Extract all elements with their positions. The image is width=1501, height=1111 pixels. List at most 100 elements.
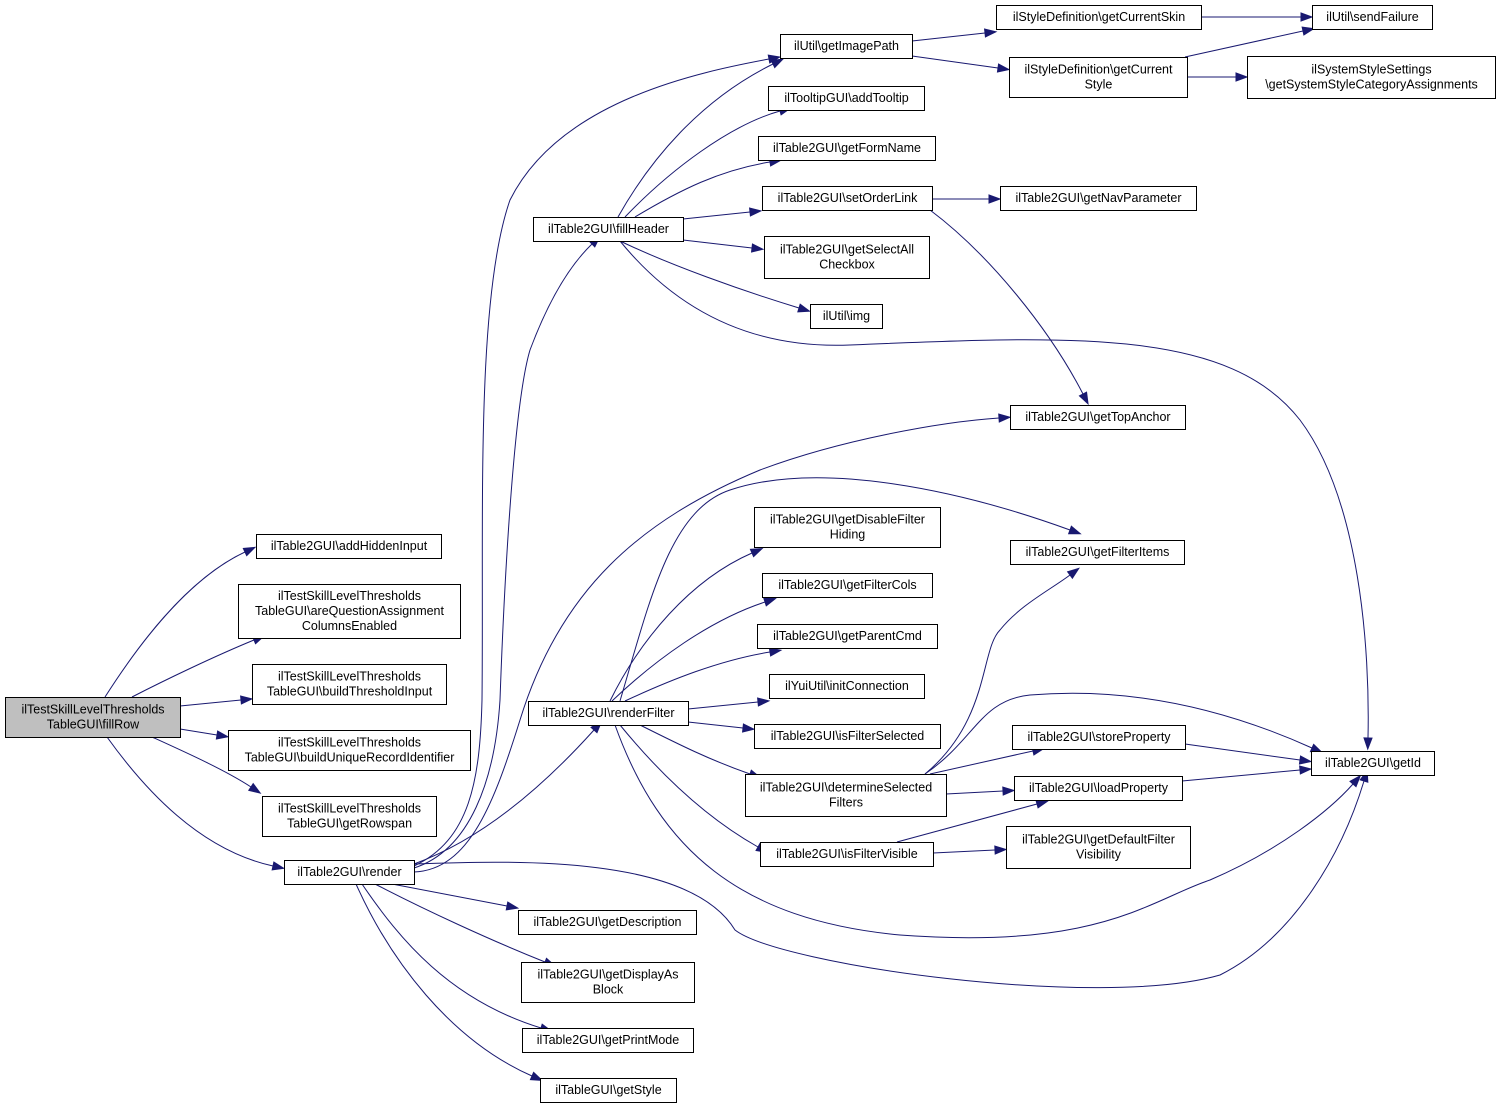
node-label: ilTableGUI\getStyle	[555, 1083, 661, 1097]
call-edge-fillHeader-to-getSelectAll	[682, 239, 765, 253]
arrowhead	[1363, 737, 1373, 751]
function-node-getId[interactable]: ilTable2GUI\getId	[1311, 751, 1435, 776]
arrowhead	[770, 58, 785, 69]
function-node-fillHeader[interactable]: ilTable2GUI\fillHeader	[533, 217, 684, 242]
call-edge-fillRow-to-areQuestion	[131, 635, 266, 698]
function-node-buildThreshold[interactable]: ilTestSkillLevelThresholdsTableGUI\build…	[252, 664, 447, 705]
node-box	[810, 304, 883, 329]
node-label: ilTable2GUI\isFilterSelected	[771, 729, 925, 743]
arrowhead	[271, 861, 286, 871]
call-edge-fillRow-to-render	[106, 736, 286, 871]
node-label: TableGUI\buildUniqueRecordIdentifier	[245, 751, 455, 765]
arrowhead	[1066, 567, 1080, 580]
node-box	[518, 910, 697, 935]
function-node-buildUnique[interactable]: ilTestSkillLevelThresholdsTableGUI\build…	[228, 730, 471, 771]
function-node-sendFailure[interactable]: ilUtil\sendFailure	[1312, 5, 1433, 30]
node-box	[521, 962, 695, 1003]
function-node-addTooltip[interactable]: ilTooltipGUI\addTooltip	[768, 86, 925, 111]
node-box	[764, 236, 930, 279]
call-edge-renderFilter-to-getFilterCols	[611, 597, 777, 702]
node-label: ilTable2GUI\getFilterCols	[778, 578, 916, 592]
node-label: ilTable2GUI\render	[297, 865, 401, 879]
node-label: TableGUI\fillRow	[47, 718, 140, 732]
call-edge-determineSelected-to-loadProperty	[945, 786, 1016, 796]
node-label: ilTestSkillLevelThresholds	[21, 703, 164, 717]
function-node-renderFilter[interactable]: ilTable2GUI\renderFilter	[528, 701, 689, 726]
arrowhead	[797, 303, 811, 313]
arrowhead	[505, 901, 520, 911]
function-node-addHiddenInput[interactable]: ilTable2GUI\addHiddenInput	[256, 534, 442, 559]
function-node-getStyle[interactable]: ilTableGUI\getStyle	[540, 1078, 677, 1103]
call-edge-renderFilter-to-determineSelected	[639, 724, 762, 779]
function-node-initConnection[interactable]: ilYuiUtil\initConnection	[769, 674, 925, 699]
function-node-fillRow[interactable]: ilTestSkillLevelThresholdsTableGUI\fillR…	[5, 697, 181, 738]
node-box	[522, 1028, 694, 1053]
node-box	[745, 774, 947, 817]
call-edge-setOrderLink-to-getNavParameter	[932, 194, 1002, 204]
node-box	[757, 624, 938, 649]
call-edge-renderFilter-to-isFilterSelected	[687, 721, 756, 733]
function-node-getPrintMode[interactable]: ilTable2GUI\getPrintMode	[522, 1028, 694, 1053]
function-node-getFilterCols[interactable]: ilTable2GUI\getFilterCols	[762, 573, 933, 598]
function-node-render[interactable]: ilTable2GUI\render	[284, 860, 415, 885]
node-label: ilTable2GUI\storeProperty	[1027, 730, 1171, 744]
function-node-setOrderLink[interactable]: ilTable2GUI\setOrderLink	[762, 186, 933, 211]
node-label: ilTestSkillLevelThresholds	[278, 670, 421, 684]
arrowhead	[215, 730, 230, 740]
function-node-getCurrentSkin[interactable]: ilStyleDefinition\getCurrentSkin	[996, 5, 1202, 30]
function-node-loadProperty[interactable]: ilTable2GUI\loadProperty	[1014, 776, 1183, 801]
arrowhead	[768, 647, 783, 657]
node-label: ilTable2GUI\getDefaultFilter	[1022, 833, 1175, 847]
function-node-areQuestion[interactable]: ilTestSkillLevelThresholdsTableGUI\areQu…	[238, 584, 461, 639]
node-label: ilTable2GUI\getParentCmd	[773, 629, 922, 643]
call-edge-storeProperty-to-getId	[1184, 743, 1313, 765]
node-label: TableGUI\getRowspan	[287, 817, 412, 831]
function-node-storeProperty[interactable]: ilTable2GUI\storeProperty	[1012, 725, 1186, 750]
arrowhead	[1349, 774, 1362, 788]
call-edge-fillHeader-to-getFormName	[634, 157, 783, 218]
function-node-getNavParameter[interactable]: ilTable2GUI\getNavParameter	[1000, 186, 1197, 211]
node-box	[1010, 540, 1185, 565]
node-box	[5, 697, 181, 738]
function-node-getImagePath[interactable]: ilUtil\getImagePath	[780, 34, 913, 59]
function-node-isFilterSelected[interactable]: ilTable2GUI\isFilterSelected	[754, 724, 941, 749]
function-node-img[interactable]: ilUtil\img	[810, 304, 883, 329]
call-edge-getCurrentSkin-to-sendFailure	[1201, 12, 1314, 22]
arrowhead	[983, 28, 998, 38]
function-node-getFormName[interactable]: ilTable2GUI\getFormName	[758, 136, 936, 161]
arrowhead	[1078, 391, 1089, 406]
function-node-getSystemStyle[interactable]: ilSystemStyleSettings\getSystemStyleCate…	[1247, 56, 1496, 99]
call-edge-fillRow-to-getRowspan	[151, 736, 262, 794]
call-edge-fillRow-to-buildUnique	[179, 728, 230, 740]
node-box	[1010, 405, 1186, 430]
call-edge-loadProperty-to-getId	[1181, 765, 1313, 782]
node-box	[754, 724, 941, 749]
call-edge-fillHeader-to-setOrderLink	[682, 207, 763, 220]
node-box	[754, 507, 941, 548]
node-box	[1014, 776, 1183, 801]
node-box	[762, 573, 933, 598]
call-edge-getCurrentStyle-to-getSystemStyle	[1187, 72, 1249, 82]
function-node-getParentCmd[interactable]: ilTable2GUI\getParentCmd	[757, 624, 938, 649]
node-label: Visibility	[1076, 848, 1122, 862]
node-label: Hiding	[830, 528, 865, 542]
node-label: ilTable2GUI\setOrderLink	[778, 191, 918, 205]
node-label: Filters	[829, 796, 863, 810]
function-node-getFilterItems[interactable]: ilTable2GUI\getFilterItems	[1010, 540, 1185, 565]
function-node-getDescription[interactable]: ilTable2GUI\getDescription	[518, 910, 697, 935]
arrowhead	[763, 597, 777, 607]
call-edge-fillRow-to-addHiddenInput	[104, 546, 257, 698]
function-node-getTopAnchor[interactable]: ilTable2GUI\getTopAnchor	[1010, 405, 1186, 430]
call-edge-renderFilter-to-getDisableFilter	[609, 548, 764, 702]
function-node-getRowspan[interactable]: ilTestSkillLevelThresholdsTableGUI\getRo…	[262, 796, 437, 837]
function-nodes: ilTestSkillLevelThresholdsTableGUI\fillR…	[5, 5, 1496, 1103]
function-node-isFilterVisible[interactable]: ilTable2GUI\isFilterVisible	[760, 842, 934, 867]
node-box	[262, 796, 437, 837]
